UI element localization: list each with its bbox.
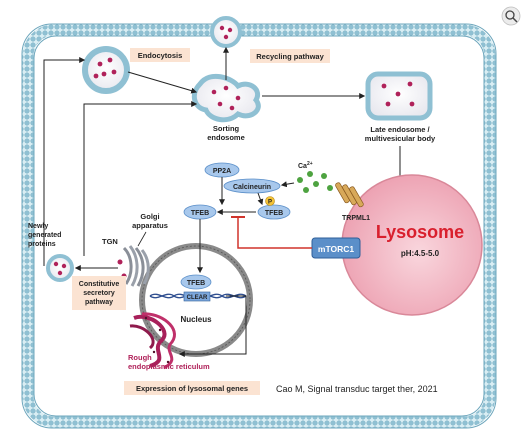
calcineurin-node [223, 178, 281, 194]
calcineurin-label: Calcineurin [233, 184, 271, 191]
rough-er-label-line1: Rough [128, 353, 152, 362]
cell-membrane [22, 24, 496, 428]
golgi-label-line2: apparatus [132, 221, 168, 230]
mtorc1-inhibition [237, 218, 312, 249]
rough-er-label-line2: endoplasmic reticulum [128, 362, 210, 371]
constitutive-label-line3: pathway [85, 299, 113, 306]
mtorc1-label: mTORC1 [318, 244, 354, 254]
tfeb-nuclear-node [180, 274, 212, 290]
trpml1-channel [335, 182, 364, 208]
rough-endoplasmic-reticulum [129, 312, 176, 370]
endocytosis-label-box [130, 48, 190, 62]
golgi-apparatus [117, 245, 150, 287]
sorting-label-line1: Sorting [213, 124, 240, 133]
late-endosome [365, 71, 433, 121]
recycling-label-box [250, 49, 330, 63]
tfeb-phosphorylated-node [257, 204, 291, 220]
constitutive-label-box [72, 276, 126, 310]
newly-label-line1: Newly [28, 223, 48, 230]
zoom-icon[interactable] [501, 6, 521, 26]
expression-label-box [124, 381, 260, 395]
calcium-charge: 2+ [307, 161, 313, 167]
phosphate-label: P [268, 200, 272, 206]
clear-label: CLEAR [187, 295, 208, 301]
tfeb-label: TFEB [191, 210, 209, 217]
clear-element [183, 291, 211, 302]
trpml1-label: TRPML1 [342, 215, 370, 222]
constitutive-label-line1: Constitutive [79, 281, 120, 288]
lysosome-ph: pH:4.5-5.0 [401, 249, 440, 258]
sorting-endosome [191, 73, 261, 123]
newly-label-line2: generated [28, 232, 61, 239]
tfeb-nuclear-label: TFEB [187, 280, 205, 287]
calcium-ions [297, 171, 333, 193]
late-endosome-label-line2: multivesicular body [365, 134, 436, 143]
late-endosome-label-line1: Late endosome / [370, 125, 430, 134]
newly-label-line3: proteins [28, 241, 56, 248]
recycling-label: Recycling pathway [256, 52, 324, 61]
tgn-label: TGN [102, 237, 118, 246]
membrane-vesicle [210, 16, 242, 48]
phosphate-icon [265, 196, 275, 206]
endocytosis-label: Endocytosis [138, 51, 183, 60]
citation: Cao M, Signal transduc target ther, 2021 [276, 384, 438, 394]
expression-label: Expression of lysosomal genes [136, 384, 248, 393]
tfeb-phosphorylated-label: TFEB [265, 210, 283, 217]
nucleus-label: Nucleus [180, 315, 212, 324]
sorting-label-line2: endosome [207, 133, 245, 142]
constitutive-label-line2: secretory [83, 290, 115, 297]
pp2a-label: PP2A [213, 168, 231, 175]
golgi-label-line1: Golgi [140, 212, 159, 221]
calcium-label: Ca2+ [298, 161, 313, 170]
endocytosis-vesicle [82, 46, 130, 94]
lysosome-label: Lysosome [376, 222, 464, 242]
lysosome [341, 174, 483, 316]
secretory-vesicle [46, 254, 74, 282]
calcium-symbol: Ca [298, 163, 307, 170]
